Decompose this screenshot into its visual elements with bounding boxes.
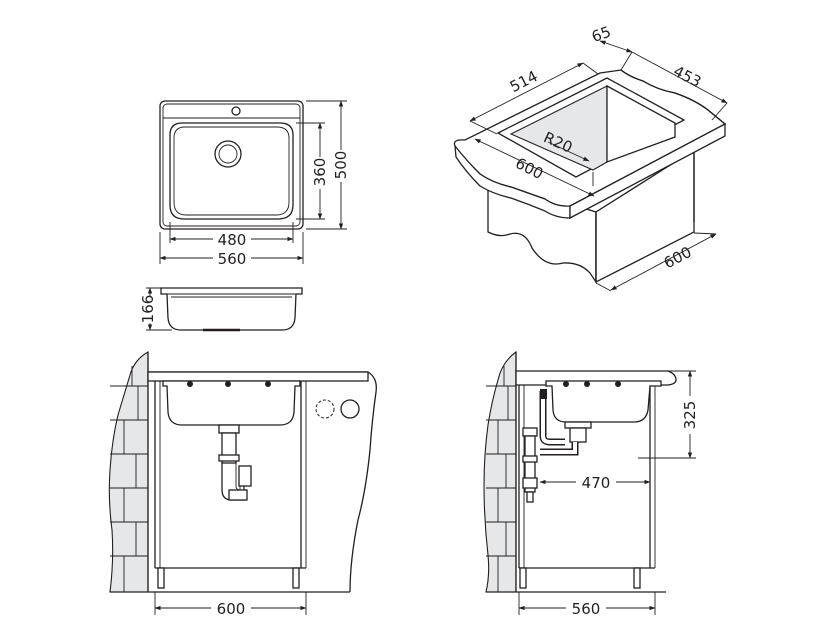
dim-outer-width: 560 <box>218 250 247 268</box>
dim-iso-453: 453 <box>670 62 704 91</box>
dim-front-width: 600 <box>217 600 246 618</box>
dim-sink-depth: 166 <box>139 295 157 324</box>
tap-hole-icon <box>231 106 241 116</box>
front-cabinet-view <box>108 351 377 615</box>
siphon-drain-icon <box>218 424 252 501</box>
sink-bowl-outline <box>169 122 294 220</box>
dim-inner-height: 360 <box>311 158 329 187</box>
dim-iso-600-depth: 600 <box>661 243 695 272</box>
dim-iso-514: 514 <box>507 67 541 96</box>
dim-inner-width: 480 <box>218 231 247 249</box>
side-profile-sink <box>146 287 303 332</box>
pipe-outlet-icon <box>340 399 360 419</box>
side-cabinet-view <box>483 350 696 615</box>
sink-outer-rim <box>159 100 304 230</box>
dim-drain-offset: 470 <box>582 474 611 492</box>
dim-side-width: 560 <box>572 600 601 618</box>
dim-iso-65: 65 <box>589 23 613 46</box>
drain-icon <box>214 140 242 168</box>
isometric-cabinet-view <box>453 40 728 292</box>
side-siphon-drain-icon <box>522 421 592 503</box>
pipe-outlet-icon <box>315 399 335 419</box>
dim-side-height: 325 <box>681 401 699 430</box>
dim-outer-height: 500 <box>332 151 350 180</box>
